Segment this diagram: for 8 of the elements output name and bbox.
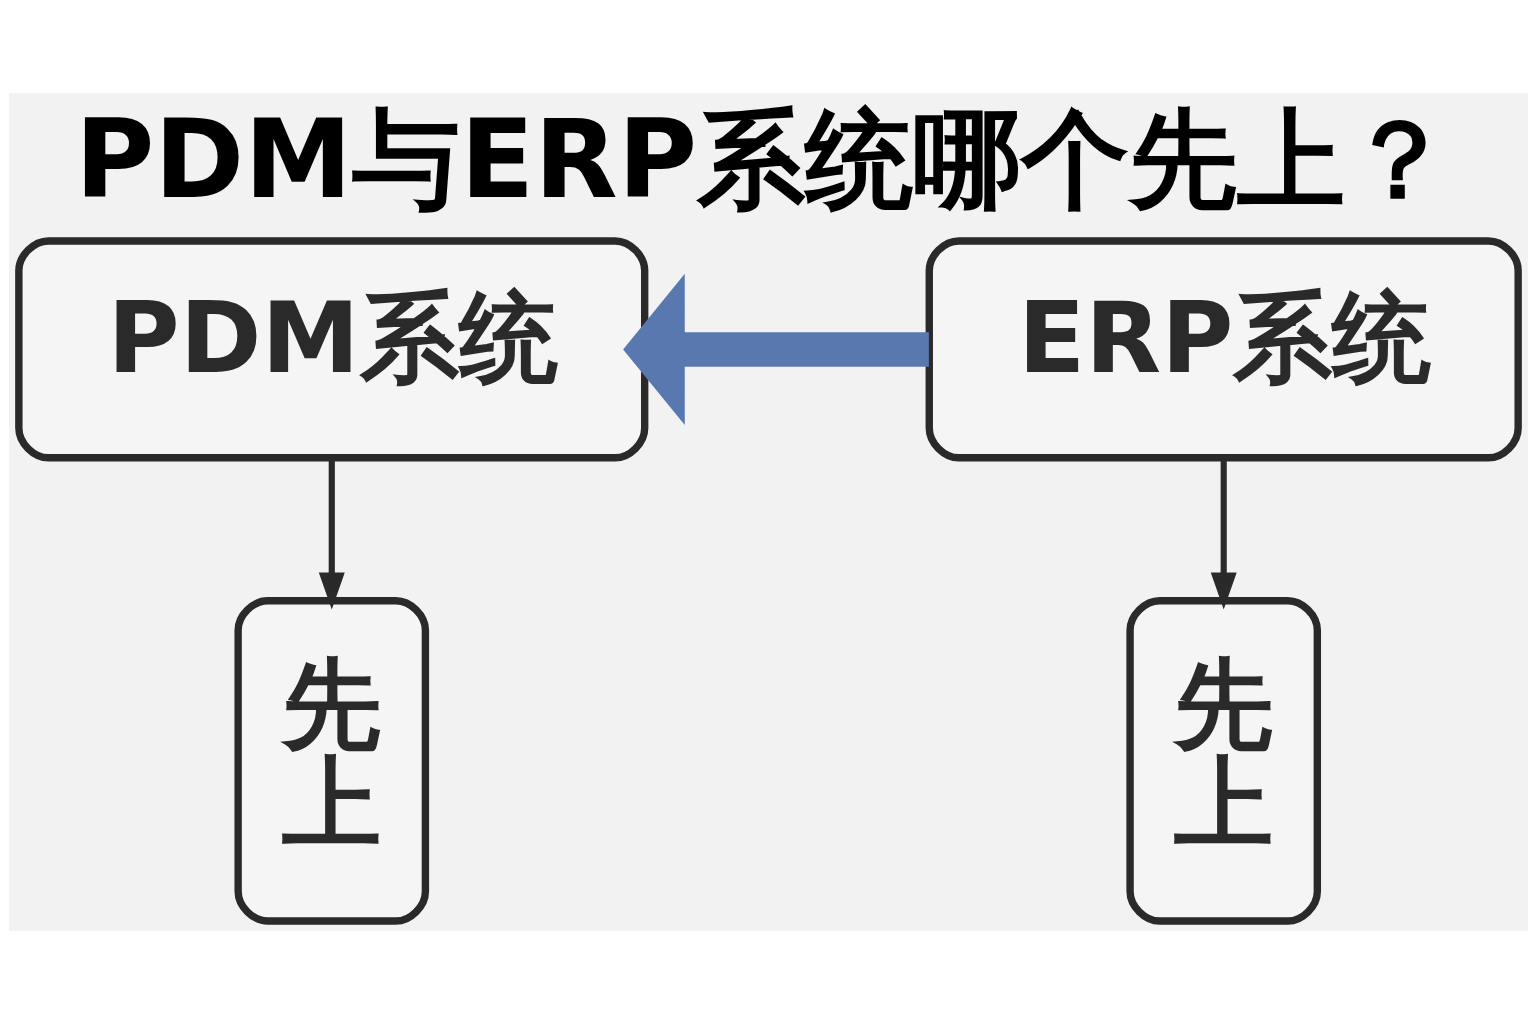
diagram-title: PDM与ERP系统哪个先上？ (74, 96, 1453, 224)
arrow (318, 458, 345, 610)
arrow (622, 273, 929, 425)
node-box: PDM系统 (14, 237, 648, 462)
node-box: 先上 (233, 597, 429, 925)
node-box: 先上 (1125, 597, 1321, 925)
arrow (1210, 458, 1237, 610)
node-box: ERP系统 (925, 237, 1522, 462)
